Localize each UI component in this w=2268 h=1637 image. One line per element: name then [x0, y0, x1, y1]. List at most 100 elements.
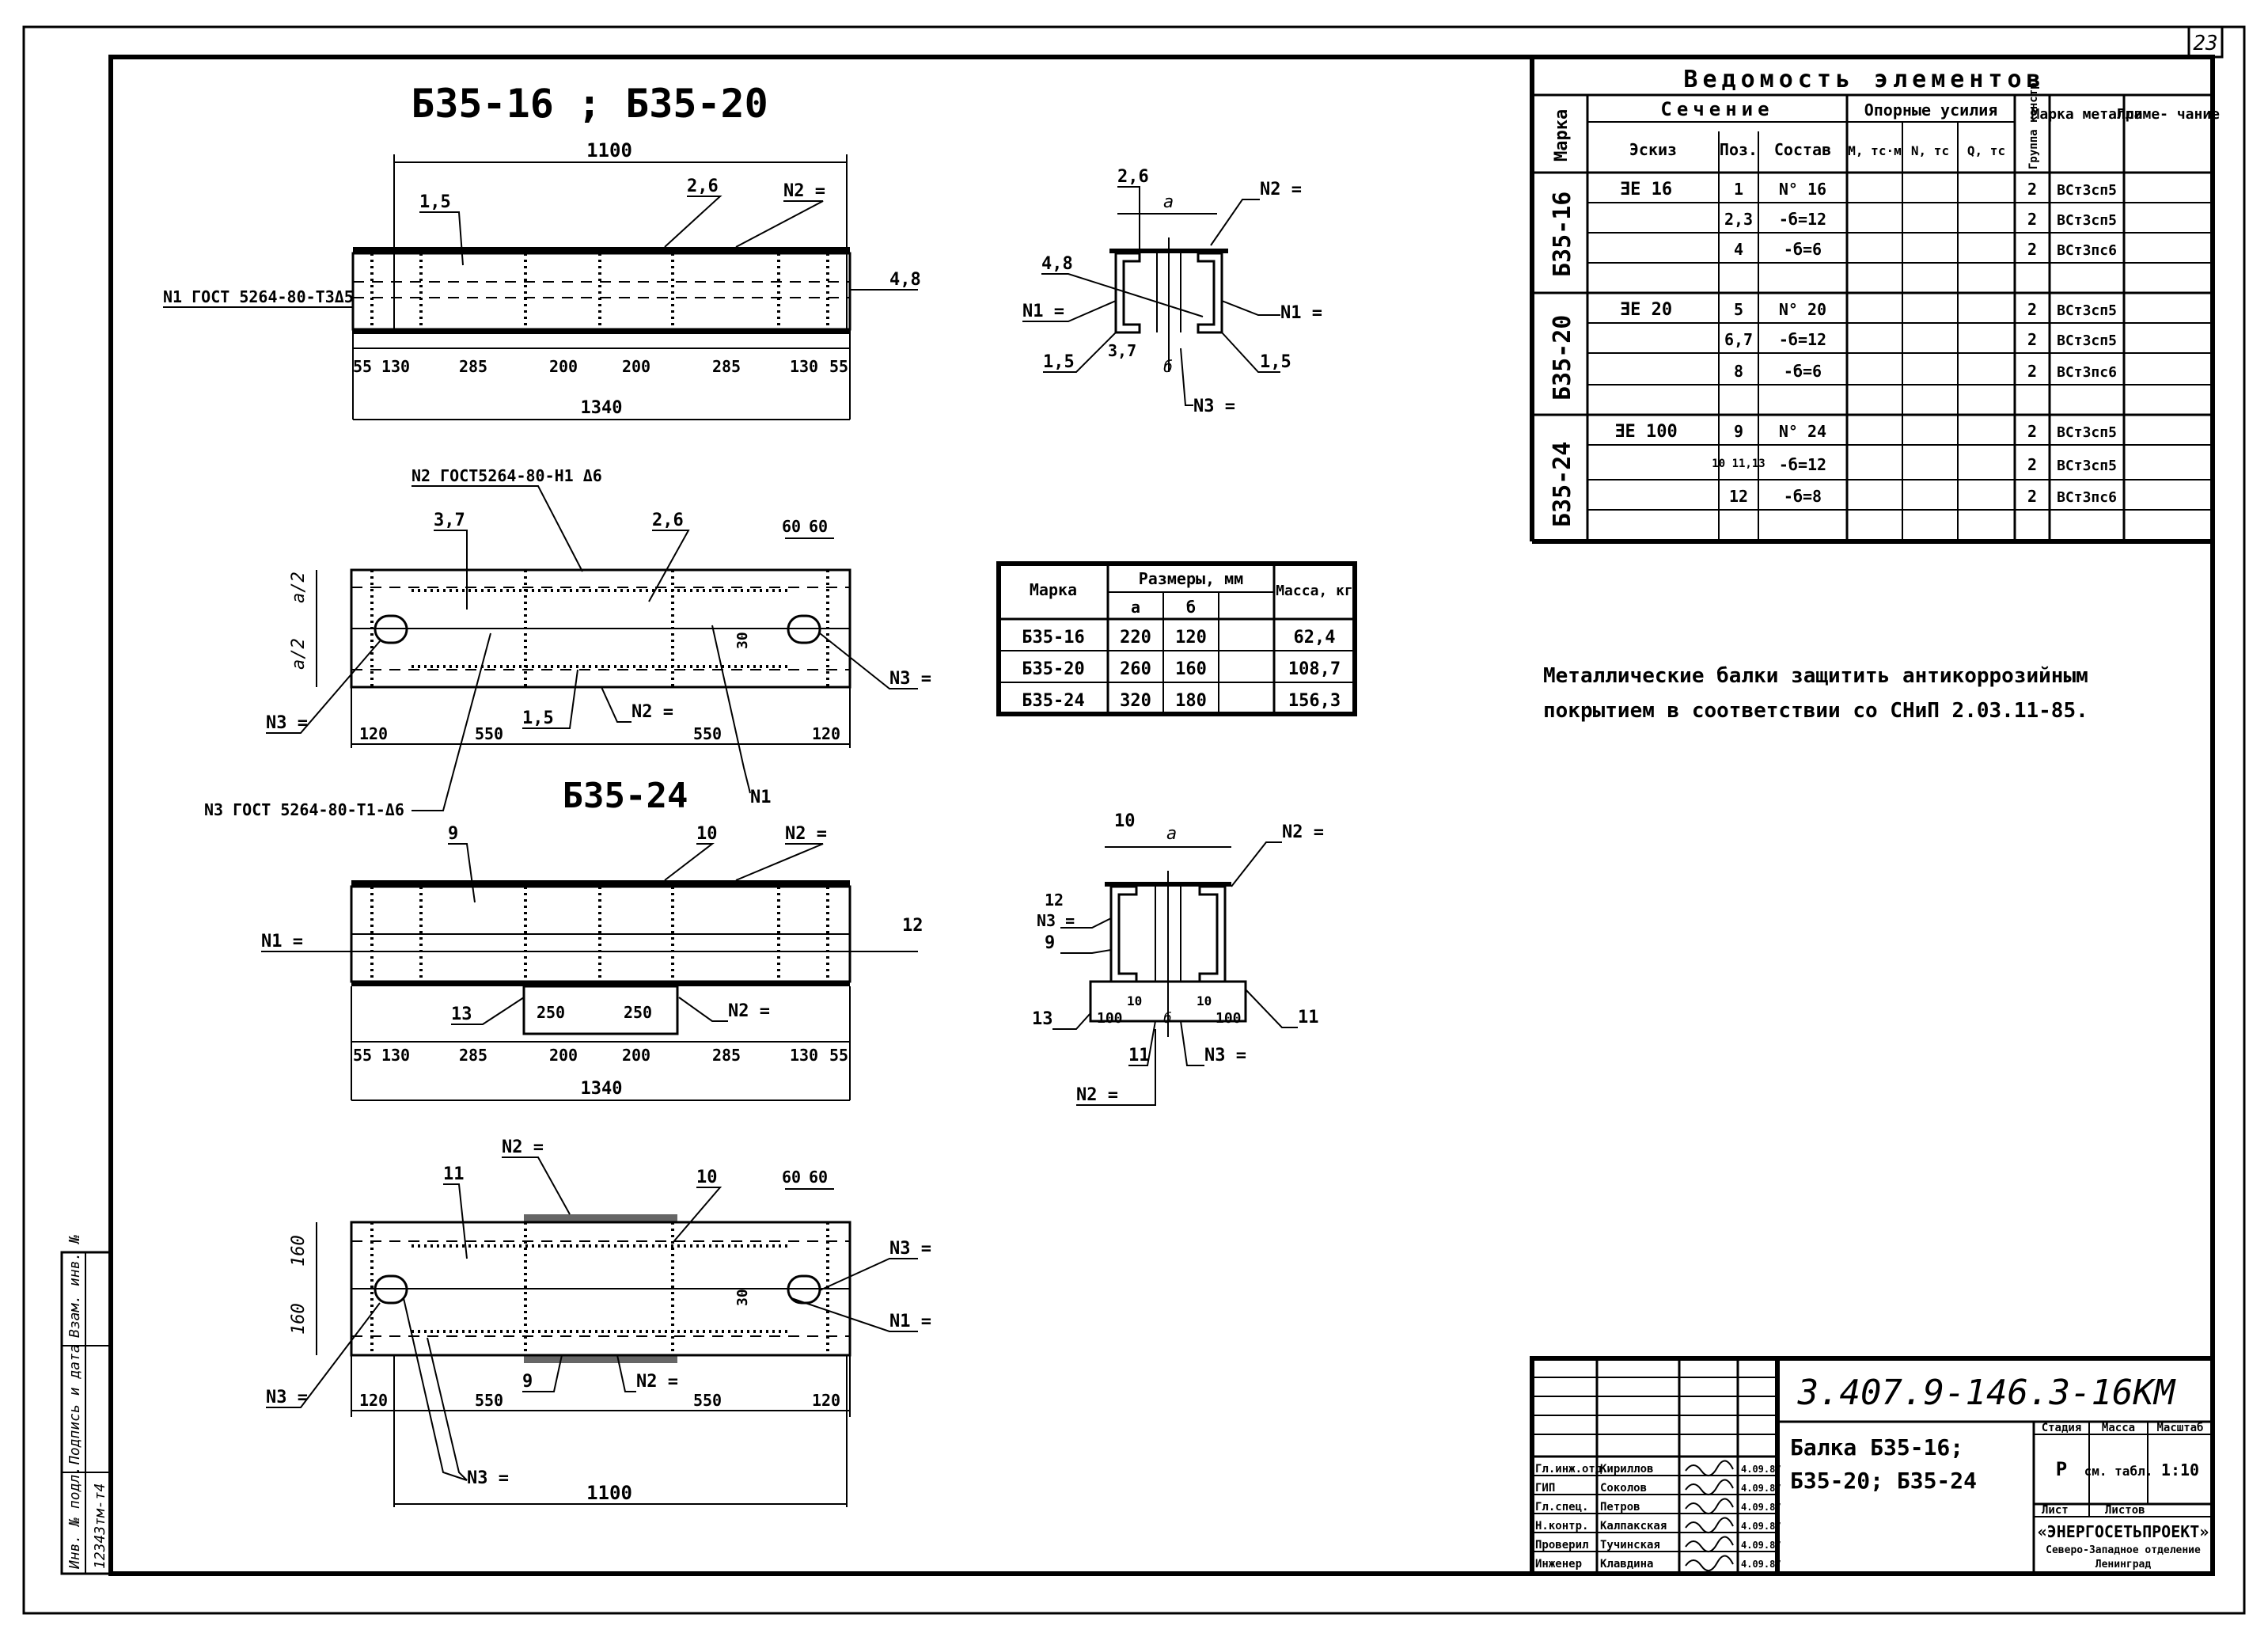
dims-table-header-dims: Размеры, мм [1139, 569, 1243, 588]
dims-table-header-mass: Масса, кг [1276, 583, 1353, 599]
dim-30-plan1: 30 [734, 632, 751, 649]
side-stamp-vzam: Взам. инв. № [66, 1235, 83, 1338]
label-n3-left-plan2: N3 = [266, 1388, 308, 1407]
side-stamp: Взам. инв. № Подпись и дата Инв. № подл.… [60, 1235, 112, 1575]
label-1-5-plan1: 1,5 [522, 708, 554, 728]
elements-row-pos: 2,3 [1724, 210, 1753, 229]
label-4-8-elev1: 4,8 [889, 270, 921, 290]
section2-label-10: 10 [1114, 811, 1136, 831]
dims-row-mass: 156,3 [1288, 691, 1341, 711]
signature-mark [1685, 1555, 1734, 1571]
elements-row-group: 2 [2027, 362, 2037, 381]
stamp-org-name: «ЭНЕРГОСЕТЬПРОЕКТ» [2038, 1522, 2209, 1541]
stamp-person-name: Соколов [1600, 1482, 1647, 1495]
stamp-org-city: Ленинград [2095, 1559, 2152, 1571]
section1-dim-a: a [1163, 192, 1174, 212]
label-13-elev2: 13 [451, 1005, 472, 1024]
stamp-person-date: 4.09.87 [1741, 1540, 1781, 1551]
elements-row-pos: 9 [1734, 422, 1743, 441]
label-n2-plan1: N2 = [631, 702, 673, 722]
stamp-person-row: ГИП Соколов 4.09.87 [1535, 1482, 1781, 1495]
stamp-org-branch: Северо-Западное отделение [2046, 1544, 2201, 1556]
label-n2-plan2-top: N2 = [502, 1138, 544, 1157]
dim-60-a-plan1: 60 [782, 517, 801, 536]
dim-120-right-plan2: 120 [812, 1391, 840, 1410]
section1-label-4-8: 4,8 [1041, 254, 1073, 274]
beam-plan-1: N2 ГОСТ5264-80-Н1 Δ6 a/2 a/2 120 550 550… [204, 466, 931, 819]
signature-mark [1685, 1479, 1734, 1495]
elements-row-group: 2 [2027, 487, 2037, 506]
stamp-person-row: Проверил Тучинская 4.09.87 [1535, 1539, 1781, 1552]
section2-dim-b: б [1163, 1010, 1172, 1027]
dims-table-col-b: б [1186, 598, 1196, 617]
elements-row-group: 2 [2027, 330, 2037, 349]
elements-row-pos: 10 11,13 [1712, 458, 1765, 470]
elements-row-pos: 5 [1734, 300, 1743, 319]
section1-label-n3: N3 = [1193, 397, 1235, 416]
elements-row-steel: ВСт3сп5 [2057, 424, 2117, 441]
section1-label-3-7: 3,7 [1108, 341, 1136, 360]
dim-55-right: 55 [829, 357, 848, 376]
dim-60-a-plan2: 60 [782, 1168, 801, 1187]
elements-header-q: Q, тс [1967, 143, 2005, 158]
label-n1-right-plan2: N1 = [889, 1312, 931, 1331]
dims-row-a: 320 [1120, 691, 1151, 711]
dim-550-left-plan2: 550 [475, 1391, 503, 1410]
signature-mark [1685, 1498, 1734, 1514]
beam-elevation-2: 9 10 N2 = N1 = 12 13 250 250 N2 = 55 130… [261, 824, 924, 1101]
elements-row-comp: N° 16 [1779, 180, 1826, 199]
elements-header-section: Сечение [1660, 98, 1773, 120]
dims-table-row: Б35-20 260 160 108,7 [1022, 659, 1341, 679]
dim-130-left-elev2: 130 [381, 1046, 410, 1065]
elements-group-mark: Б35-16 [1549, 192, 1576, 277]
dims-row-b: 160 [1175, 659, 1207, 679]
dim-550-right-plan1: 550 [693, 724, 722, 743]
section1-label-1-5-left: 1,5 [1043, 352, 1075, 372]
stamp-person-date: 4.09.87 [1741, 1483, 1781, 1494]
elements-row-steel: ВСт3сп5 [2057, 332, 2117, 349]
stamp-person-role: ГИП [1535, 1482, 1555, 1495]
dim-60-b-plan2: 60 [809, 1168, 828, 1187]
dim-a2-top-plan1: a/2 [289, 572, 309, 603]
label-n3-right-plan1: N3 = [889, 669, 931, 689]
elements-header-mark: Марка [1552, 109, 1572, 161]
gost-note-2: N2 ГОСТ5264-80-Н1 Δ6 [412, 466, 602, 485]
dims-row-a: 260 [1120, 659, 1151, 679]
elements-row-steel: ВСт3пс6 [2057, 242, 2117, 259]
section1-label-n1-left: N1 = [1022, 302, 1064, 321]
signature-mark [1685, 1517, 1734, 1533]
dimensions-table: Марка Размеры, мм Масса, кг а б Б35-16 2… [996, 561, 1357, 716]
section2-label-11-right: 11 [1298, 1008, 1319, 1027]
dim-120-right-plan1: 120 [812, 724, 840, 743]
stamp-sheets-header: Листов [2105, 1504, 2145, 1517]
drawing-title-main: Б35-16 ; Б35-20 [411, 81, 768, 127]
label-n2-elev1: N2 = [783, 181, 825, 201]
beam-plan-2: 160 160 11 N2 = 10 60 60 30 N3 = N1 = 9 … [266, 1138, 931, 1507]
stamp-person-role: Гл.инж.отд. [1535, 1463, 1609, 1476]
outer-frame [22, 25, 2246, 1615]
elements-row-group: 2 [2027, 210, 2037, 229]
section1-label-1-5-right: 1,5 [1260, 352, 1291, 372]
dim-1340-top: 1340 [581, 398, 623, 418]
section2-dim-a: a [1166, 824, 1177, 844]
stamp-person-name: Петров [1600, 1501, 1640, 1514]
label-2-6-elev1: 2,6 [687, 177, 719, 196]
side-stamp-num: 12343тм-т4 [92, 1483, 108, 1569]
page-number-box [2187, 25, 2224, 59]
section2-dim-10-right: 10 [1197, 993, 1212, 1008]
elements-row-group: 2 [2027, 300, 2037, 319]
dim-120-left-plan1: 120 [359, 724, 388, 743]
stamp-person-row: Гл.спец. Петров 4.09.87 [1535, 1501, 1781, 1514]
stamp-person-date: 4.09.87 [1741, 1502, 1781, 1513]
signature-mark [1685, 1460, 1734, 1476]
elements-group-mark: Б35-24 [1549, 442, 1576, 527]
dims-row-b: 180 [1175, 691, 1207, 711]
dim-120-left-plan2: 120 [359, 1391, 388, 1410]
label-3-7-plan1: 3,7 [434, 511, 465, 530]
dim-200-right-elev2: 200 [622, 1046, 650, 1065]
dim-550-left-plan1: 550 [475, 724, 503, 743]
dim-130-left: 130 [381, 357, 410, 376]
label-12-elev2: 12 [902, 916, 924, 936]
elements-row-comp: -б=8 [1784, 487, 1822, 506]
elements-row-group: 2 [2027, 180, 2037, 199]
